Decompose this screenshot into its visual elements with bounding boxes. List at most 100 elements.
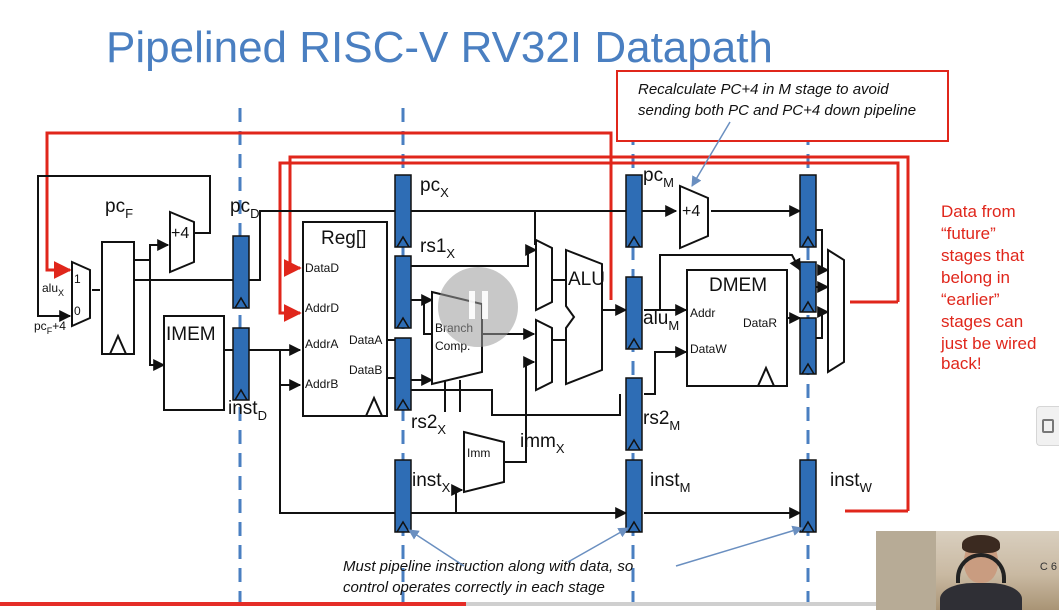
panel-icon	[1042, 419, 1054, 433]
pcf4-label: pc	[34, 319, 47, 333]
register-file	[302, 221, 388, 417]
dmem-block	[686, 269, 788, 387]
pipe-reg-instw	[799, 459, 817, 533]
instx-label: inst	[412, 470, 442, 491]
clock-icon	[364, 395, 384, 417]
adder-m-label: +4	[682, 203, 700, 220]
regfile-addrd: AddrD	[305, 301, 339, 315]
svg-text:back!: back!	[941, 354, 982, 373]
regfile-dataa: DataA	[349, 333, 382, 347]
pipeline-note-line2: control operates correctly in each stage	[343, 579, 605, 596]
webcam-edge-text: C 6	[1039, 561, 1057, 573]
pcx-label: pc	[420, 175, 440, 196]
video-progress-bar[interactable]	[0, 602, 1059, 606]
imm-label: Imm	[467, 446, 490, 460]
pipe-reg-aluw	[799, 261, 817, 313]
pc4-callout-line1: Recalculate PC+4 in M stage to avoid	[638, 81, 889, 98]
svg-text:Data from: Data from	[941, 202, 1016, 221]
alu-b-mux	[535, 318, 553, 392]
pipe-reg-pcx	[394, 174, 412, 248]
alu-label: ALU	[568, 269, 605, 290]
pipe-reg-rs2m	[625, 377, 643, 451]
clock-icon	[756, 365, 776, 387]
writeback-mux	[827, 248, 845, 374]
callout-arrow	[691, 121, 731, 187]
pc4-callout-line2: sending both PC and PC+4 down pipeline	[638, 102, 916, 119]
regfile-addrb: AddrB	[305, 377, 338, 391]
svg-text:instW: instW	[830, 470, 873, 495]
svg-text:“future”: “future”	[941, 224, 996, 243]
slide-title: Pipelined RISC-V RV32I Datapath	[106, 23, 773, 72]
svg-text:pcM: pcM	[643, 165, 674, 190]
instd-label: inst	[228, 398, 258, 419]
rs2m-label: rs2	[643, 408, 669, 429]
dmem-title: DMEM	[709, 275, 767, 296]
feedback-wires	[45, 131, 910, 513]
pipe-reg-pcm	[625, 174, 643, 248]
svg-text:stages can: stages can	[941, 312, 1023, 331]
svg-text:pcX: pcX	[420, 175, 449, 200]
mux-input-zero: 0	[74, 304, 81, 318]
dmem-addr: Addr	[690, 306, 715, 320]
pipe-reg-pcd	[232, 235, 250, 309]
regfile-datab: DataB	[349, 363, 382, 377]
writeback-data-wire	[278, 161, 900, 313]
pc-plus4-adder	[169, 210, 195, 274]
svg-text:aluX: aluX	[42, 281, 64, 298]
pipe-reg-instm	[625, 459, 643, 533]
wires	[37, 175, 830, 519]
video-progress-fill	[0, 602, 466, 606]
pipe-reg-memw	[799, 317, 817, 375]
pipe-reg-pcw	[799, 174, 817, 248]
pcd-label: pc	[230, 196, 250, 217]
regfile-datad: DataD	[305, 261, 339, 275]
feedback-note: Data from “future” stages that belong in…	[940, 202, 1036, 373]
imm-generator	[463, 430, 505, 494]
alum-label: alu	[643, 308, 668, 329]
pcf-label: pc	[105, 196, 125, 217]
svg-text:belong in: belong in	[941, 268, 1010, 287]
mux-input-one: 1	[74, 272, 81, 286]
side-panel-toggle[interactable]	[1036, 406, 1059, 446]
instm-label: inst	[650, 470, 680, 491]
imem-label: IMEM	[166, 324, 216, 345]
alu-to-pc-mux-wire	[45, 131, 613, 300]
presenter-body	[940, 583, 1022, 610]
svg-text:instD: instD	[228, 398, 267, 423]
pipe-reg-instd	[232, 327, 250, 401]
svg-text:aluM: aluM	[643, 308, 679, 333]
regfile-addra: AddrA	[305, 337, 338, 351]
pipe-reg-alum	[625, 276, 643, 350]
dmem-dataw: DataW	[690, 342, 727, 356]
dmem-datar: DataR	[743, 316, 777, 330]
svg-text:stages that: stages that	[941, 246, 1024, 265]
headset-icon	[956, 553, 1006, 583]
pipe-reg-instx	[394, 459, 412, 533]
svg-text:just be wired: just be wired	[940, 334, 1036, 353]
pipeline-note-line1: Must pipeline instruction along with dat…	[343, 558, 633, 575]
pc-select-mux	[71, 260, 91, 328]
webcam-overlay: C 6	[876, 531, 1059, 610]
svg-text:pcF: pcF	[105, 196, 133, 221]
note-arrows	[408, 525, 804, 567]
imem-block	[163, 315, 225, 411]
pc-plus4-adder-m	[679, 184, 709, 250]
pause-overlay-icon[interactable]	[438, 267, 518, 347]
alu-a-mux	[535, 238, 553, 312]
pipe-reg-rs1x	[394, 255, 412, 329]
regfile-title: Reg[]	[321, 228, 366, 249]
svg-text:pcF+4: pcF+4	[34, 319, 66, 336]
instw-label: inst	[830, 470, 860, 491]
svg-text:rs2X: rs2X	[411, 412, 446, 437]
clock-icon	[108, 333, 128, 355]
adder-f-label: +4	[171, 225, 189, 242]
pipeline-registers	[232, 174, 817, 533]
rs2x-label: rs2	[411, 412, 437, 433]
pc4-callout-box	[616, 70, 949, 142]
pcm-label: pc	[643, 165, 663, 186]
immx-label: imm	[520, 431, 556, 452]
alux-label: alu	[42, 281, 58, 295]
pipe-reg-rs2x	[394, 337, 412, 411]
